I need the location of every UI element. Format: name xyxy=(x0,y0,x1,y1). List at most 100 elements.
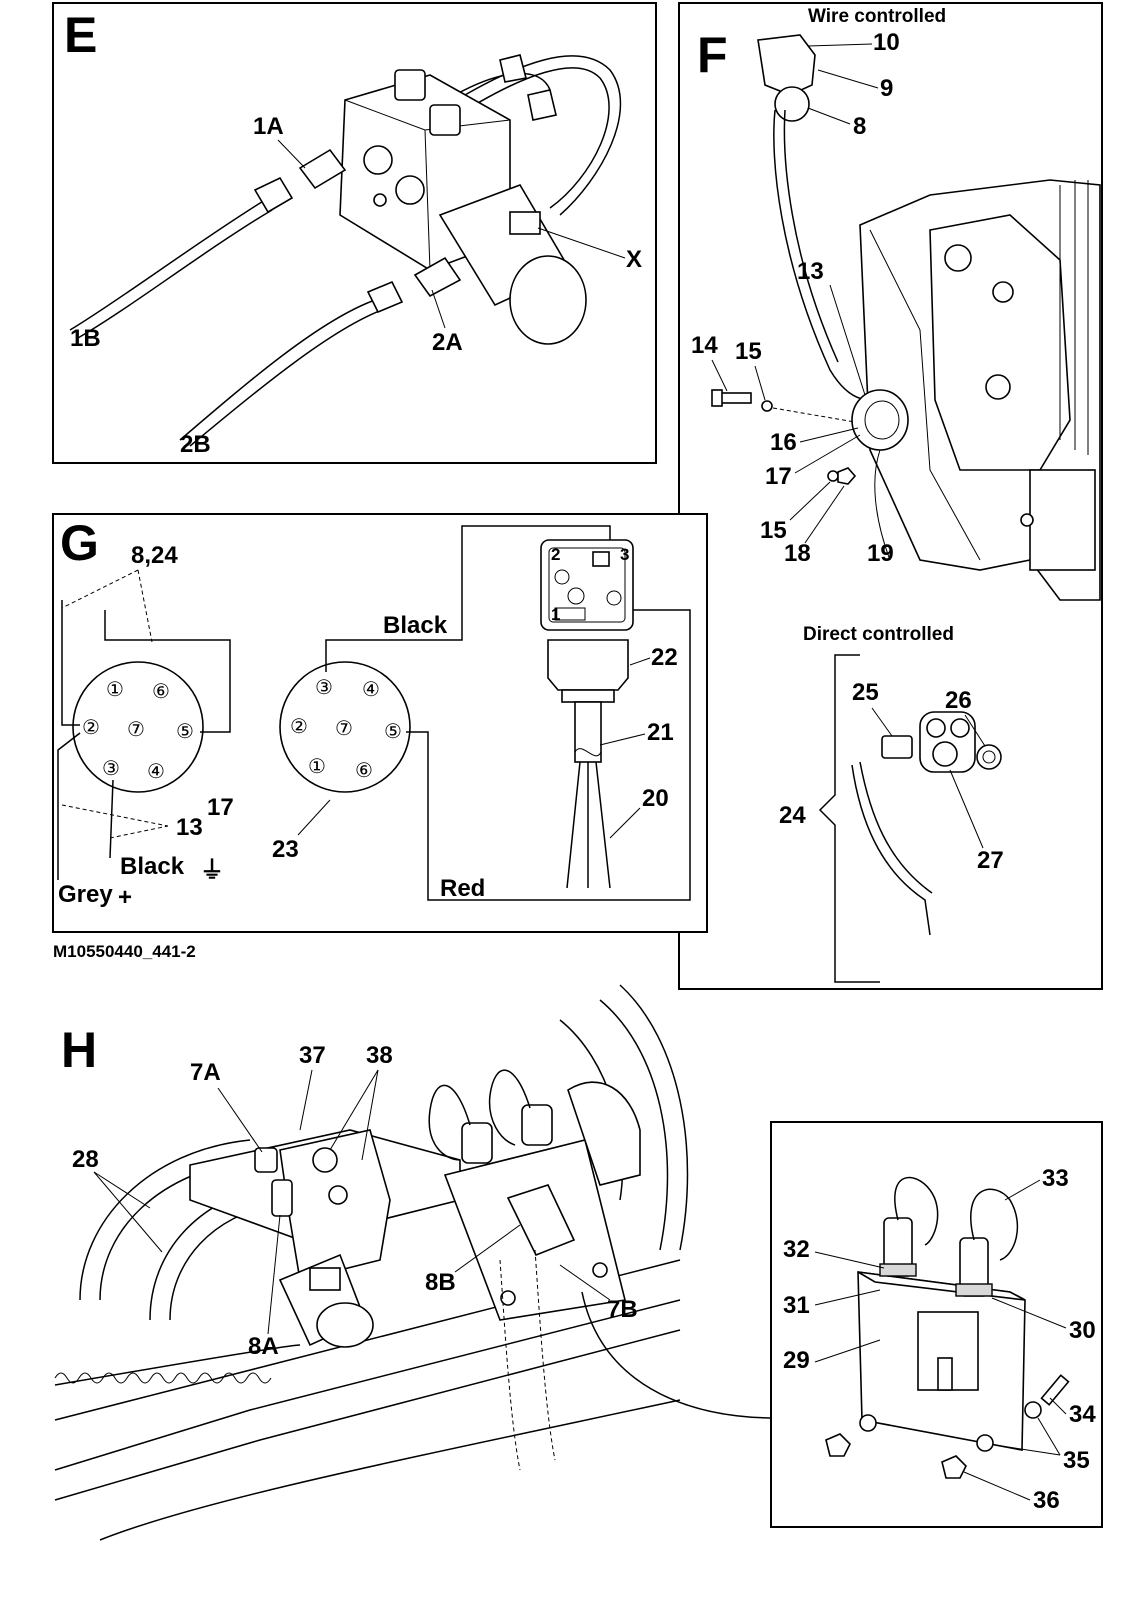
label-20: 20 xyxy=(642,785,669,812)
label-2a: 2A xyxy=(432,329,463,356)
label-24: 24 xyxy=(779,802,806,829)
spring-axis xyxy=(54,1344,301,1386)
label-22: 22 xyxy=(651,644,678,671)
cable-tie-wire-1 xyxy=(851,764,931,936)
wire-grey-label: Grey xyxy=(58,881,113,908)
panel-f-letter: F xyxy=(697,27,728,83)
label-31: 31 xyxy=(783,1292,810,1319)
panel-f: Wire controlled F 10 9 8 xyxy=(678,2,1103,990)
hose-2b-edge xyxy=(189,309,383,447)
label-27: 27 xyxy=(977,847,1004,874)
fitting-8a xyxy=(271,1179,293,1217)
switch-h-1 xyxy=(461,1122,493,1164)
leader-28-b xyxy=(93,1171,163,1253)
label-36: 36 xyxy=(1033,1487,1060,1514)
leader-7a xyxy=(217,1087,263,1153)
switch-32-loop xyxy=(894,1176,939,1246)
leader-8 xyxy=(807,107,851,125)
control-cable xyxy=(773,109,871,401)
mount-plate xyxy=(929,214,1071,471)
valve-block-corner xyxy=(424,129,431,271)
plug-terminal-3 xyxy=(592,551,610,567)
label-34: 34 xyxy=(1069,1401,1096,1428)
solenoid-terminal xyxy=(509,211,541,235)
fitting-2b-nut xyxy=(366,280,404,314)
switch-h-1-loop xyxy=(428,1084,471,1161)
cable-break xyxy=(574,748,602,757)
leader-35-a xyxy=(994,1444,1061,1456)
seal-26 xyxy=(976,744,1002,770)
valve-stack-bolt xyxy=(1020,513,1034,527)
leader-28-a xyxy=(93,1171,151,1209)
label-17: 17 xyxy=(765,463,792,490)
leader-21 xyxy=(599,733,646,746)
panel-e-letter: E xyxy=(64,7,97,63)
label-1b: 1B xyxy=(70,325,101,352)
seal-26-inner xyxy=(982,750,996,764)
washer-15-top xyxy=(761,400,773,412)
panel-g: G 8,24 ① ⑥ ② ⑦ ⑤ ③ ④ 13 17 Black ⏚ Grey … xyxy=(52,513,708,933)
plug-screw-center xyxy=(567,587,585,605)
plug-terminal-label-2: 2 xyxy=(551,545,560,564)
nut-36 xyxy=(941,1455,967,1479)
leader-34 xyxy=(1049,1397,1067,1415)
wire-black-gnd xyxy=(109,779,114,859)
hose-2b xyxy=(179,299,376,441)
connector-23 xyxy=(279,661,411,793)
label-8-24: 8,24 xyxy=(131,542,178,569)
pin-7: ⑦ xyxy=(127,719,145,741)
pin-r-1: ① xyxy=(308,756,326,778)
port-hole-small xyxy=(373,193,387,207)
plug-body xyxy=(547,639,629,691)
leader-23 xyxy=(297,799,331,836)
ring-30 xyxy=(955,1283,993,1297)
socket-holder xyxy=(851,389,909,451)
valve-port-2 xyxy=(328,1185,348,1205)
lead-1 xyxy=(566,761,581,889)
label-8: 8 xyxy=(853,113,866,140)
port-fitting-1a xyxy=(298,148,347,190)
solenoid-h-cap xyxy=(316,1302,374,1348)
leader-15-bottom xyxy=(789,481,831,521)
label-28: 28 xyxy=(72,1146,99,1173)
label-16: 16 xyxy=(770,429,797,456)
bracket-bolt-stud xyxy=(937,1357,953,1391)
bracket-bolt-1 xyxy=(500,1290,516,1306)
caption-wire-controlled: Wire controlled xyxy=(808,6,946,27)
leader-38-b xyxy=(361,1069,379,1161)
ring-31 xyxy=(879,1263,917,1277)
label-13: 13 xyxy=(797,258,824,285)
label-23: 23 xyxy=(272,836,299,863)
wire-13 xyxy=(829,284,866,396)
leader-22 xyxy=(629,657,651,666)
washer-35-right xyxy=(1024,1401,1042,1419)
cable-tie-wire-2 xyxy=(859,761,933,894)
label-32: 32 xyxy=(783,1236,810,1263)
label-9: 9 xyxy=(880,75,893,102)
label-13-g: 13 xyxy=(176,814,203,841)
leader-18 xyxy=(804,485,845,544)
frame-rail-1 xyxy=(54,1329,681,1501)
port-hole-1 xyxy=(363,145,393,175)
dash-13-b xyxy=(109,825,169,839)
label-26: 26 xyxy=(945,687,972,714)
tension-spring xyxy=(54,1372,272,1384)
nut-36-left xyxy=(825,1433,851,1457)
leader-38-a xyxy=(329,1069,379,1151)
switch-h-2 xyxy=(521,1104,553,1146)
leader-26 xyxy=(964,714,986,747)
label-30: 30 xyxy=(1069,1317,1096,1344)
leader-9 xyxy=(817,69,879,89)
switch-h-2-loop xyxy=(488,1069,531,1146)
hose-bundle-right xyxy=(599,999,669,1251)
leader-30 xyxy=(991,1297,1067,1329)
label-18: 18 xyxy=(784,540,811,567)
fitting-7a xyxy=(254,1147,278,1173)
leader-10 xyxy=(807,43,873,47)
plus-symbol: + xyxy=(118,884,132,911)
plug-gland xyxy=(561,689,615,703)
leader-27 xyxy=(949,769,984,849)
bracket-24 xyxy=(818,654,880,983)
label-2b: 2B xyxy=(180,431,211,458)
